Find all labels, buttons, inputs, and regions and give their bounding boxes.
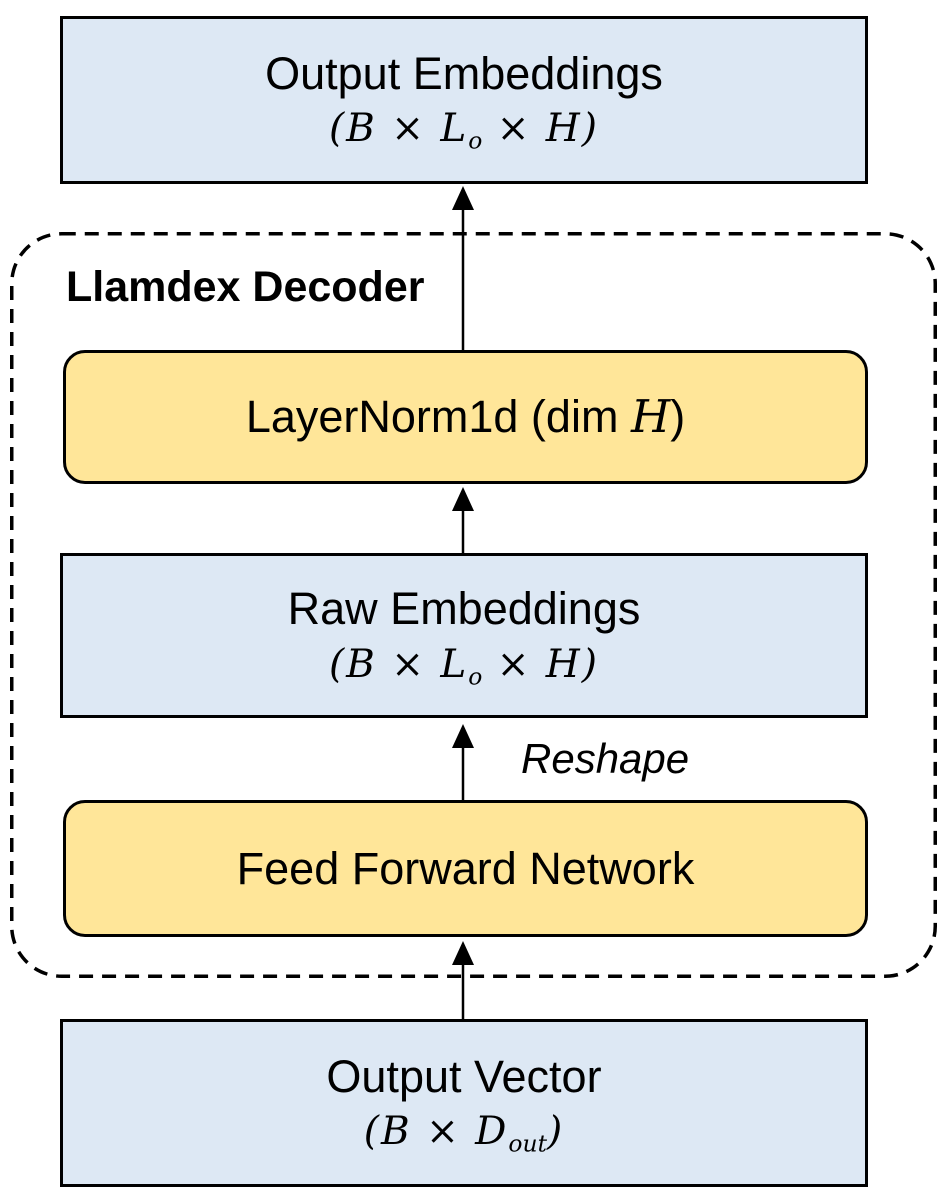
decoder-container-label: Llamdex Decoder xyxy=(66,263,425,311)
output-vector-dims: (B × Dout) xyxy=(363,1109,565,1158)
box-layernorm: LayerNorm1d (dim H) xyxy=(63,350,868,484)
decoder-dashed-border xyxy=(10,232,937,978)
output-vector-label: Output Vector xyxy=(326,1050,602,1102)
feed-forward-label: Feed Forward Network xyxy=(236,842,695,894)
arrow-head-feed-forward-to-raw-embeddings xyxy=(452,724,474,748)
box-output-embeddings: Output Embeddings (B × Lo × H) xyxy=(60,16,868,184)
box-raw-embeddings: Raw Embeddings (B × Lo × H) xyxy=(60,553,868,718)
raw-embeddings-label: Raw Embeddings xyxy=(287,583,641,635)
output-embeddings-dims: (B × Lo × H) xyxy=(328,106,600,155)
arrow-head-layernorm-to-output-embeddings xyxy=(452,186,474,210)
arrow-head-raw-embeddings-to-layernorm xyxy=(452,487,474,511)
raw-embeddings-dims: (B × Lo × H) xyxy=(328,641,600,691)
arrow-head-output-vector-to-feed-forward xyxy=(452,941,474,965)
layernorm-label: LayerNorm1d (dim H) xyxy=(245,390,686,444)
reshape-annotation: Reshape xyxy=(521,735,690,782)
box-output-vector: Output Vector (B × Dout) xyxy=(60,1019,868,1187)
box-feed-forward-network: Feed Forward Network xyxy=(63,800,868,937)
output-embeddings-label: Output Embeddings xyxy=(265,47,663,99)
